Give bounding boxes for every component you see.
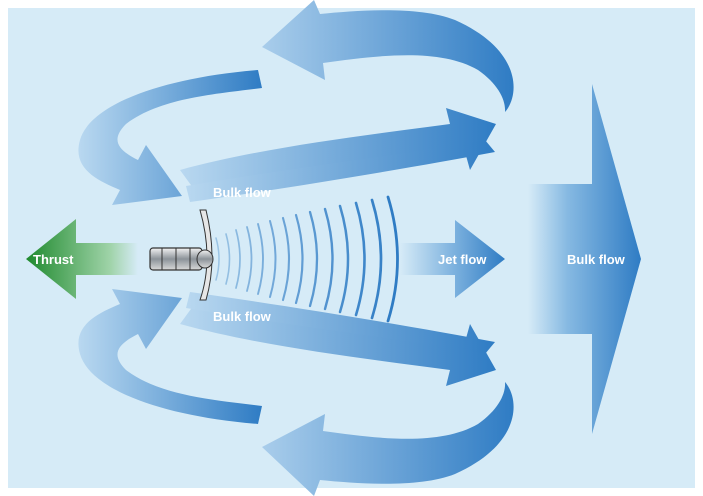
- top-loop-left-arc: [78, 70, 262, 205]
- bulk-flow-top-label: Bulk flow: [213, 185, 272, 200]
- jet-wave-arcs: [215, 195, 399, 323]
- thrust-label: Thrust: [33, 252, 74, 267]
- top-loop-inner-arc: [180, 108, 496, 192]
- bottom-loop-arrow: [78, 289, 514, 496]
- bottom-loop-left-arc: [78, 289, 262, 424]
- bulk-flow-big-label: Bulk flow: [567, 252, 626, 267]
- bottom-loop-inner-arc: [180, 302, 496, 386]
- bottom-loop-lower-arc: [262, 382, 514, 496]
- top-loop-arrow: [78, 0, 514, 205]
- propeller-icon: [149, 209, 214, 301]
- bulk-flow-bottom-band: [186, 292, 495, 354]
- bulk-flow-bottom-label: Bulk flow: [213, 309, 272, 324]
- jet-flow-label: Jet flow: [438, 252, 487, 267]
- top-loop-upper-arc: [262, 0, 514, 112]
- bulk-flow-top-band: [186, 140, 495, 202]
- thrust-arrow: [26, 219, 138, 299]
- jet-flow-arrow: [400, 220, 505, 298]
- bulk-flow-big-arrow: [528, 84, 641, 434]
